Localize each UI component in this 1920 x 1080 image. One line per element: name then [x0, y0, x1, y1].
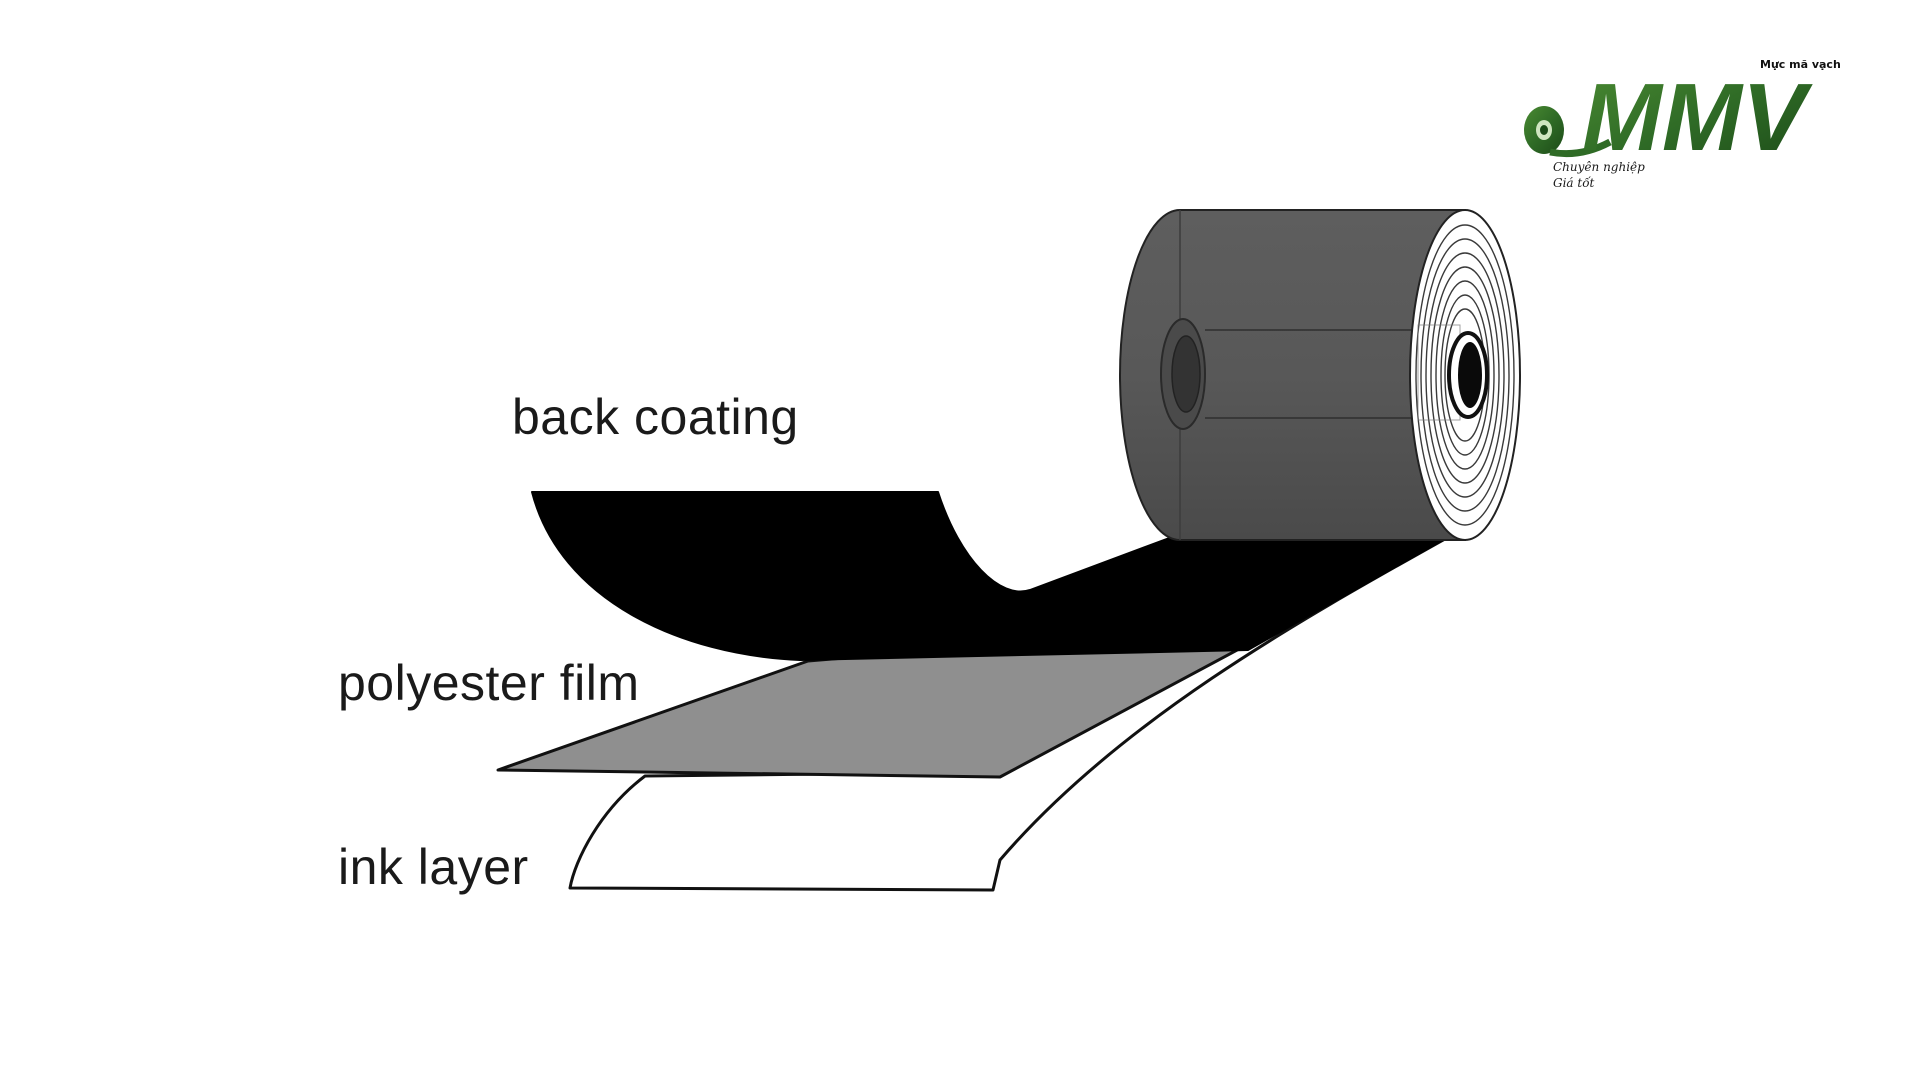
back-coating-sheet: [531, 491, 1453, 661]
logo-tagline-2: Giá tốt: [1553, 175, 1595, 190]
mmv-logo: Mực mã vạch MMV Chuyên nghiệp Giá tốt: [1524, 58, 1840, 190]
logo-brand-text: MMV: [1582, 64, 1813, 171]
ribbon-roll-icon: [1524, 106, 1612, 158]
logo-tagline-1: Chuyên nghiệp: [1553, 160, 1645, 174]
polyester-film-label: polyester film: [338, 655, 640, 711]
ribbon-roll: [1119, 209, 1521, 541]
ink-layer-label: ink layer: [338, 839, 529, 895]
back-coating-label: back coating: [512, 389, 799, 445]
logo-top-text: Mực mã vạch: [1760, 58, 1840, 71]
